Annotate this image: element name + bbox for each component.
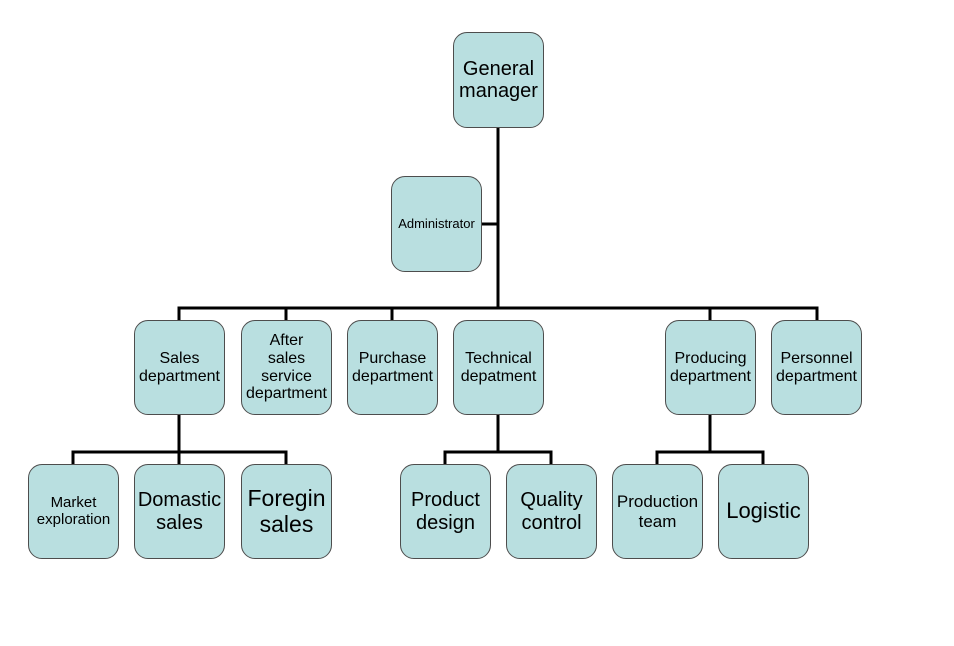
node-producing-department: Producing department <box>665 320 756 415</box>
node-product-design: Product design <box>400 464 491 559</box>
node-general-manager: General manager <box>453 32 544 128</box>
node-logistic: Logistic <box>718 464 809 559</box>
node-production-team: Production team <box>612 464 703 559</box>
node-purchase-department: Purchase department <box>347 320 438 415</box>
node-foregin-sales: Foregin sales <box>241 464 332 559</box>
node-administrator: Administrator <box>391 176 482 272</box>
node-personnel-department: Personnel department <box>771 320 862 415</box>
node-market-exploration: Market exploration <box>28 464 119 559</box>
node-sales-department: Sales department <box>134 320 225 415</box>
node-after-sales-service-department: After sales service department <box>241 320 332 415</box>
node-domastic-sales: Domastic sales <box>134 464 225 559</box>
node-technical-department: Technical depatment <box>453 320 544 415</box>
node-quality-control: Quality control <box>506 464 597 559</box>
